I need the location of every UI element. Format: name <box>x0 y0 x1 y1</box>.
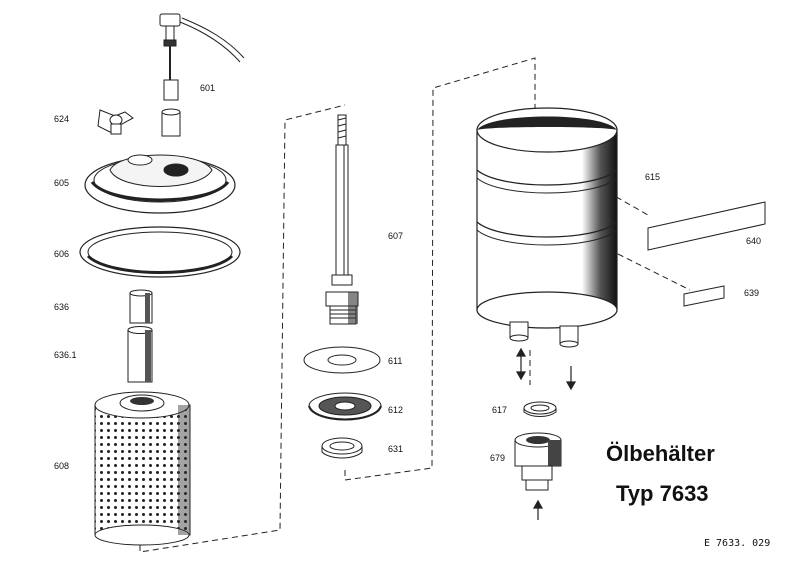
part-640-label-plate <box>647 201 766 251</box>
oil-tank-body <box>476 107 618 329</box>
label-608: 608 <box>54 461 69 471</box>
part-612-cup-washer <box>308 392 382 421</box>
label-611: 611 <box>388 356 402 366</box>
part-608-filter-cartridge <box>94 391 191 546</box>
part-624-wing-nut <box>97 109 134 135</box>
part-636-1-tube <box>127 326 153 383</box>
dipstick-cable <box>179 17 245 63</box>
drawing-code: E 7633. 029 <box>704 538 770 549</box>
flow-arrows <box>515 347 577 520</box>
label-607: 607 <box>388 231 403 241</box>
part-607-threaded-shaft <box>325 114 359 325</box>
part-labels: 601 624 605 606 636 636.1 608 607 611 61… <box>54 83 761 471</box>
label-601: 601 <box>200 83 215 93</box>
label-631: 631 <box>388 444 403 454</box>
part-606-gasket-ring <box>79 226 241 278</box>
label-615: 615 <box>645 172 660 182</box>
part-617-seal-washer <box>523 401 557 417</box>
part-605-tank-lid <box>84 154 236 214</box>
label-636: 636 <box>54 302 69 312</box>
label-624: 624 <box>54 114 69 124</box>
part-636-tube <box>129 289 153 324</box>
part-611-flat-washer <box>303 346 381 374</box>
tank-outlet-ports <box>509 321 579 348</box>
label-639: 639 <box>744 288 759 298</box>
part-631-seal-ring <box>321 437 363 459</box>
part-639-label-plate-small <box>683 285 725 307</box>
label-636-1: 636.1 <box>54 350 77 360</box>
label-617: 617 <box>492 405 507 415</box>
title-line-2: Typ 7633 <box>616 481 709 506</box>
part-679-fitting <box>514 432 562 491</box>
label-640: 640 <box>746 236 761 246</box>
label-612: 612 <box>388 405 403 415</box>
part-601-dipstick-screw <box>159 13 181 137</box>
label-605: 605 <box>54 178 69 188</box>
label-606: 606 <box>54 249 69 259</box>
title-line-1: Ölbehälter <box>606 441 715 466</box>
label-679: 679 <box>490 453 505 463</box>
